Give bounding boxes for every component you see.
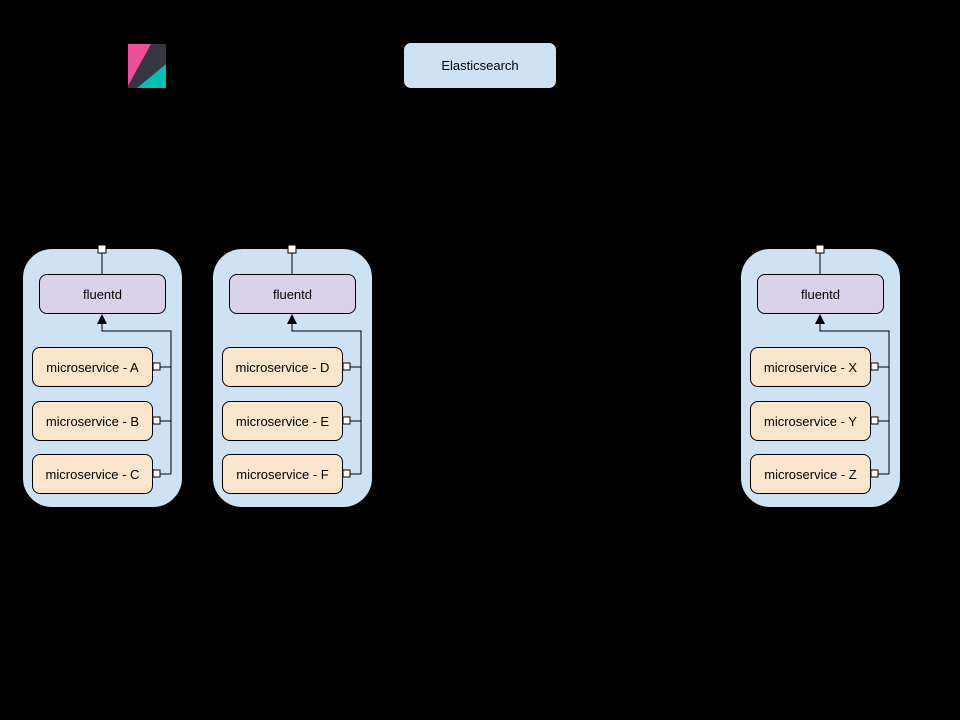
kibana-logo-pink-shape [128,44,151,86]
microservice-box: microservice - A [32,347,153,387]
microservice-box: microservice - E [222,401,343,441]
microservice-label: microservice - Y [764,413,857,429]
fluentd-box: fluentd [39,274,166,314]
microservice-box: microservice - Y [750,401,871,441]
microservice-label: microservice - Z [764,466,857,482]
pod-2-connectors [287,244,362,478]
connection-point-squares [815,244,879,478]
microservice-box: microservice - D [222,347,343,387]
fluentd-box: fluentd [229,274,356,314]
pod-1-connectors [97,244,172,478]
microservice-label: microservice - B [45,413,140,429]
fluentd-label: fluentd [82,286,123,302]
microservice-box: microservice - Z [750,454,871,494]
fluentd-label: fluentd [800,286,841,302]
pod-group-3: fluentd microservice - X microservice - … [740,244,901,508]
fluentd-box: fluentd [757,274,884,314]
connection-point-squares [287,244,351,478]
microservice-label: microservice - X [763,359,858,375]
microservice-label: microservice - C [45,466,140,482]
microservice-box: microservice - X [750,347,871,387]
arrow-up-icon [815,314,825,324]
pod-group-2: fluentd microservice - D microservice - … [212,244,373,508]
microservice-box: microservice - F [222,454,343,494]
microservice-box: microservice - B [32,401,153,441]
arrow-up-icon [287,314,297,324]
pod-group-1: fluentd microservice - A microservice - … [22,244,183,508]
fluentd-label: fluentd [272,286,313,302]
microservice-label: microservice - E [235,413,330,429]
pod-3-connectors [815,244,890,478]
microservice-label: microservice - A [46,359,139,375]
kibana-logo-teal-shape [137,64,166,88]
arrow-up-icon [97,314,107,324]
microservice-label: microservice - D [235,359,330,375]
microservice-label: microservice - F [236,466,329,482]
connection-point-squares [97,244,161,478]
microservice-box: microservice - C [32,454,153,494]
kibana-logo [128,44,166,88]
elasticsearch-node: Elasticsearch [403,42,557,89]
elasticsearch-label: Elasticsearch [441,58,519,73]
